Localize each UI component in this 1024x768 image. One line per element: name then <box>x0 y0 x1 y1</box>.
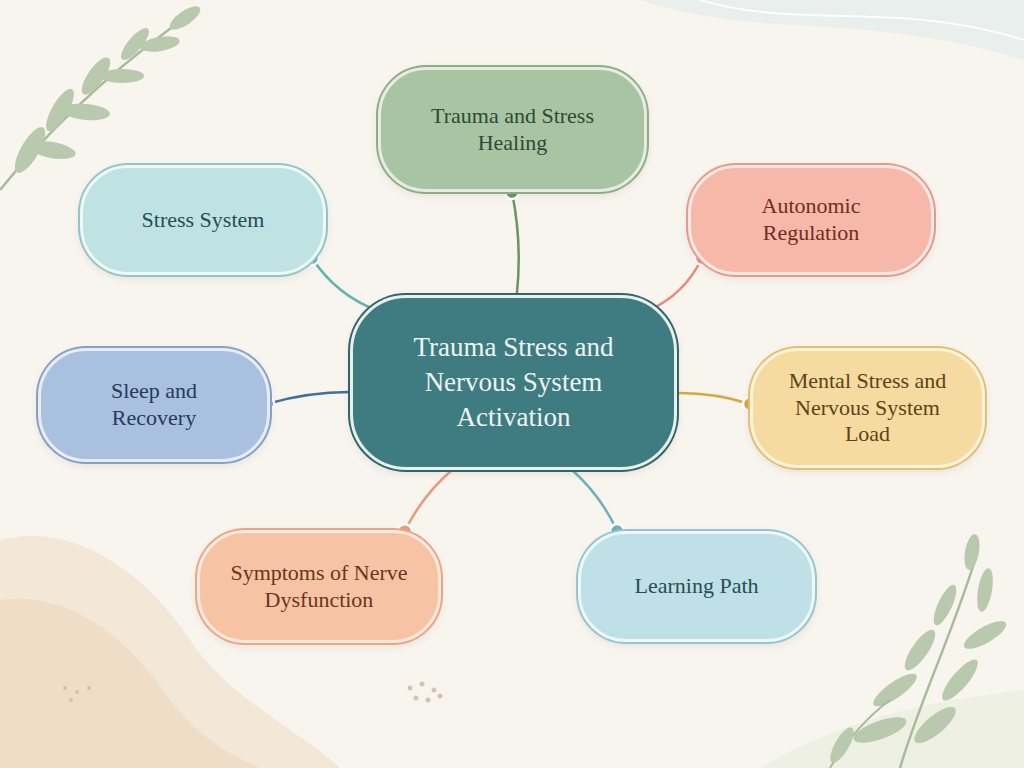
text-wrap: Autonomic Regulation <box>731 193 891 247</box>
topic-label: Learning Path <box>634 573 758 600</box>
topic-label: Mental Stress and Nervous System Load <box>778 368 958 448</box>
topic-label: Trauma and Stress Healing <box>413 103 613 157</box>
topic-pill: Sleep and Recovery <box>38 348 270 462</box>
topic-pill: Trauma and Stress Healing <box>378 67 647 192</box>
topic-pill: Stress System <box>80 165 326 275</box>
topic-label: Autonomic Regulation <box>731 193 891 247</box>
topic-pill: Autonomic Regulation <box>688 165 934 275</box>
branch-connector <box>260 392 350 411</box>
dot-pattern <box>63 682 443 703</box>
text-wrap: Sleep and Recovery <box>79 378 229 432</box>
text-wrap: Trauma Stress and Nervous System Activat… <box>394 330 634 435</box>
branch-connector <box>572 470 624 538</box>
topic-label: Symptoms of Nerve Dysfunction <box>219 560 419 614</box>
topic-label: Trauma Stress and Nervous System Activat… <box>394 330 634 435</box>
wave-line <box>700 0 1024 40</box>
text-wrap: Symptoms of Nerve Dysfunction <box>219 560 419 614</box>
topic-label: Sleep and Recovery <box>79 378 229 432</box>
branch-line <box>267 392 350 404</box>
text-wrap: Learning Path <box>634 573 758 600</box>
topic-pill: Symptoms of Nerve Dysfunction <box>197 530 441 643</box>
topic-pill: Learning Path <box>578 531 815 642</box>
branch-line <box>572 470 617 531</box>
branch-line <box>405 470 452 531</box>
branch-connector <box>648 251 709 311</box>
branch-line <box>512 192 519 295</box>
branch-line <box>648 258 702 311</box>
branch-connector <box>398 470 452 538</box>
text-wrap: Stress System <box>142 207 265 234</box>
leaf-branch <box>0 2 204 190</box>
branch-connector <box>505 185 519 295</box>
branch-connector <box>305 251 378 311</box>
leaf-branch <box>826 533 1010 768</box>
text-wrap: Mental Stress and Nervous System Load <box>778 368 958 448</box>
branch-connector <box>677 393 757 411</box>
text-wrap: Trauma and Stress Healing <box>413 103 613 157</box>
topic-pill: Mental Stress and Nervous System Load <box>750 348 985 468</box>
central-topic: Trauma Stress and Nervous System Activat… <box>350 295 677 470</box>
topic-label: Stress System <box>142 207 265 234</box>
wave-shape <box>760 690 1024 768</box>
branch-line <box>677 393 750 404</box>
branch-line <box>312 258 378 311</box>
wave-shape <box>640 0 1024 60</box>
